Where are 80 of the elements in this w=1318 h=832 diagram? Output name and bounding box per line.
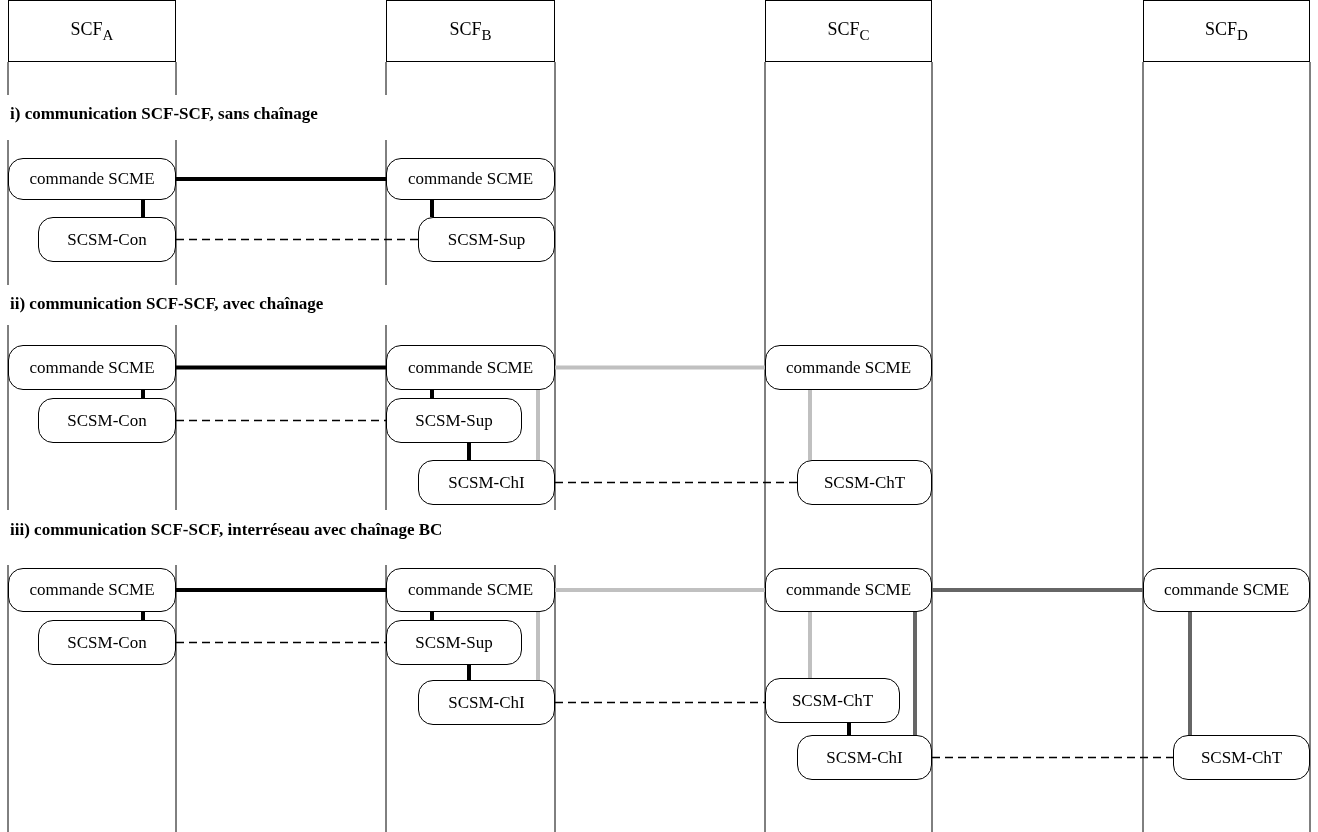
dashed-line <box>554 481 798 484</box>
box-label: SCSM-ChT <box>823 472 906 493</box>
rounded-box <box>38 217 176 262</box>
lane-header <box>8 0 176 62</box>
lane-title: SCF$_{D}$ <box>1205 18 1248 44</box>
connector-line <box>176 365 386 370</box>
connector-line <box>176 588 386 592</box>
rounded-box <box>418 460 555 505</box>
connector-line <box>808 390 812 460</box>
connector-line <box>430 200 434 217</box>
box-label: commande SCME <box>407 357 534 378</box>
rounded-box <box>8 158 176 200</box>
rounded-box <box>386 398 522 443</box>
dashed-line <box>175 641 387 644</box>
rounded-box <box>765 678 900 723</box>
rounded-box <box>386 158 555 200</box>
rounded-box <box>1173 735 1310 780</box>
box-label: SCSM-ChI <box>448 472 525 493</box>
rounded-box <box>38 620 176 665</box>
lane-header <box>386 0 555 62</box>
rounded-box <box>797 460 932 505</box>
box-label: SCSM-Con <box>67 410 147 431</box>
lane-header <box>765 0 932 62</box>
dashed-line <box>554 701 766 704</box>
rounded-box <box>8 568 176 612</box>
rounded-box <box>386 568 555 612</box>
connector-line <box>176 177 386 181</box>
box-label: commande SCME <box>29 580 155 600</box>
box-label: commande SCME <box>29 169 155 189</box>
box-label: SCSM-Sup <box>447 229 526 250</box>
box-label: commande SCME <box>1163 580 1290 600</box>
rounded-box <box>797 735 932 780</box>
lane-title: SCF$_{C}$ <box>827 18 870 44</box>
rounded-box <box>765 345 932 390</box>
rounded-box <box>386 345 555 390</box>
lane-title: SCF$_{B}$ <box>449 18 492 44</box>
connector-line <box>932 588 1143 592</box>
connector-line <box>141 390 145 398</box>
connector-line <box>536 612 540 680</box>
lane-header <box>1143 0 1310 62</box>
box-label: SCSM-ChI <box>448 692 525 713</box>
box-label: commande SCME <box>785 357 912 378</box>
box-label: SCSM-ChT <box>791 690 874 711</box>
connector-line <box>808 612 812 678</box>
box-label: SCSM-Sup <box>415 410 493 431</box>
box-label: SCSM-ChI <box>826 747 903 768</box>
dashed-line <box>931 756 1174 759</box>
box-label: commande SCME <box>29 357 155 378</box>
connector-line <box>847 723 851 735</box>
dashed-line <box>175 419 387 422</box>
box-label: SCSM-ChT <box>1200 747 1283 768</box>
rounded-box <box>8 345 176 390</box>
rounded-box <box>386 620 522 665</box>
box-label: commande SCME <box>407 580 534 600</box>
box-label: commande SCME <box>407 169 534 189</box>
dashed-line <box>175 238 419 241</box>
connector-line <box>555 365 765 370</box>
box-label: commande SCME <box>785 580 912 600</box>
connector-line <box>1188 612 1192 735</box>
box-label: SCSM-Con <box>67 229 147 250</box>
section-heading: i) communication SCF-SCF, sans chaînage <box>10 104 318 124</box>
rounded-box <box>1143 568 1310 612</box>
connector-line <box>430 390 434 398</box>
box-label: SCSM-Con <box>67 632 147 653</box>
section-heading: iii) communication SCF-SCF, interréseau avec chaînage BC <box>10 520 443 540</box>
connector-line <box>430 612 434 620</box>
lane-title: SCF$_{A}$ <box>70 18 114 44</box>
rounded-box <box>38 398 176 443</box>
connector-line <box>555 588 765 592</box>
rounded-box <box>418 680 555 725</box>
section-heading: ii) communication SCF-SCF, avec chaînage <box>10 294 324 314</box>
rounded-box <box>765 568 932 612</box>
connector-line <box>141 200 145 217</box>
connector-line <box>913 612 917 735</box>
connector-line <box>467 443 471 460</box>
connector-line <box>467 665 471 680</box>
connector-line <box>141 612 145 620</box>
connector-line <box>536 390 540 460</box>
rounded-box <box>418 217 555 262</box>
box-label: SCSM-Sup <box>415 632 493 653</box>
